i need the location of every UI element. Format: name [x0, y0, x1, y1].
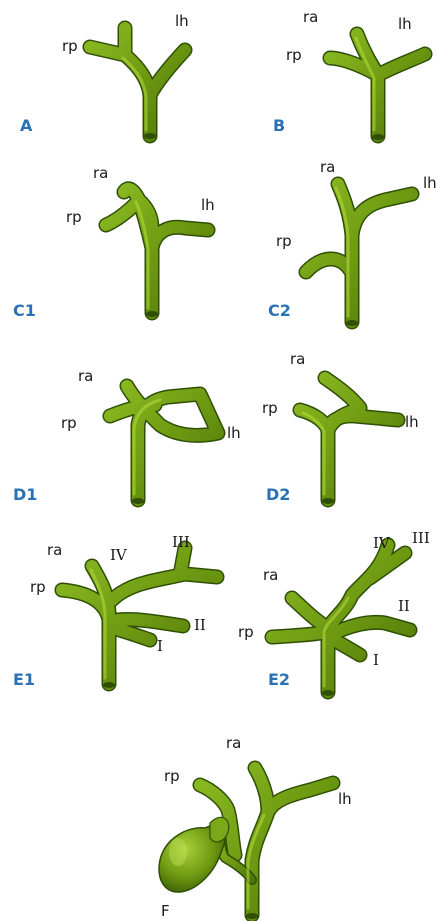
panel-d1: ra rp lh D1	[13, 367, 241, 504]
panel-c1-ducts	[106, 189, 208, 317]
label-i: I	[373, 651, 379, 669]
duct-opening	[322, 690, 334, 696]
label-rp: rp	[238, 623, 254, 641]
label-f: F	[161, 902, 170, 920]
label-lh: lh	[398, 15, 412, 33]
panel-c2: ra rp lh C2	[268, 158, 437, 326]
panel-b: ra rp lh B	[273, 8, 425, 140]
panel-label-c2: C2	[268, 301, 291, 320]
panel-label-a: A	[20, 116, 33, 135]
label-iii: III	[172, 533, 190, 551]
label-rp: rp	[62, 37, 78, 55]
label-rp: rp	[164, 767, 180, 785]
label-lh: lh	[175, 12, 189, 30]
duct-opening	[146, 311, 158, 317]
panel-d1-ducts	[110, 386, 218, 504]
label-lh: lh	[201, 196, 215, 214]
gallbladder	[159, 817, 229, 892]
duct-opening	[144, 133, 156, 139]
label-ra: ra	[303, 8, 318, 26]
duct-opening	[103, 682, 115, 688]
panel-e2: ra rp IV III II I E2	[238, 529, 430, 696]
panel-label-d1: D1	[13, 485, 37, 504]
duct-opening	[372, 134, 384, 140]
label-ra: ra	[226, 734, 241, 752]
panel-label-e2: E2	[268, 670, 290, 689]
duct-opening	[322, 498, 334, 504]
panel-b-ducts	[330, 34, 425, 140]
panel-d2-ducts	[300, 378, 398, 504]
label-ii: II	[194, 616, 206, 634]
panel-e2-ducts	[272, 545, 410, 696]
label-iii: III	[412, 529, 430, 547]
label-rp: rp	[30, 578, 46, 596]
label-rp: rp	[66, 208, 82, 226]
panel-c1: ra rp lh C1	[13, 164, 215, 320]
label-rp: rp	[262, 399, 278, 417]
label-ra: ra	[263, 566, 278, 584]
duct-opening	[346, 320, 358, 326]
label-i: I	[157, 637, 163, 655]
label-lh: lh	[338, 790, 352, 808]
label-ra: ra	[93, 164, 108, 182]
panel-f: ra rp lh F	[159, 734, 352, 920]
panel-a-ducts	[90, 28, 185, 139]
label-rp: rp	[286, 46, 302, 64]
label-ra: ra	[78, 367, 93, 385]
panel-label-c1: C1	[13, 301, 36, 320]
label-rp: rp	[276, 232, 292, 250]
panel-c2-ducts	[306, 184, 412, 326]
label-lh: lh	[227, 424, 241, 442]
label-rp: rp	[61, 414, 77, 432]
label-iv: IV	[110, 546, 128, 564]
label-lh: lh	[405, 413, 419, 431]
panel-a: rp lh A	[20, 12, 189, 139]
label-ra: ra	[320, 158, 335, 176]
label-ra: ra	[290, 350, 305, 368]
duct-opening	[246, 913, 258, 919]
label-ra: ra	[47, 541, 62, 559]
duct-opening	[132, 498, 144, 504]
panel-d2: ra rp lh D2	[262, 350, 419, 504]
panel-e1: ra rp IV III II I E1	[13, 533, 217, 689]
label-ii: II	[398, 597, 410, 615]
panel-label-e1: E1	[13, 670, 35, 689]
label-lh: lh	[423, 174, 437, 192]
panel-label-b: B	[273, 116, 285, 135]
panel-label-d2: D2	[266, 485, 290, 504]
label-iv: IV	[373, 534, 391, 552]
